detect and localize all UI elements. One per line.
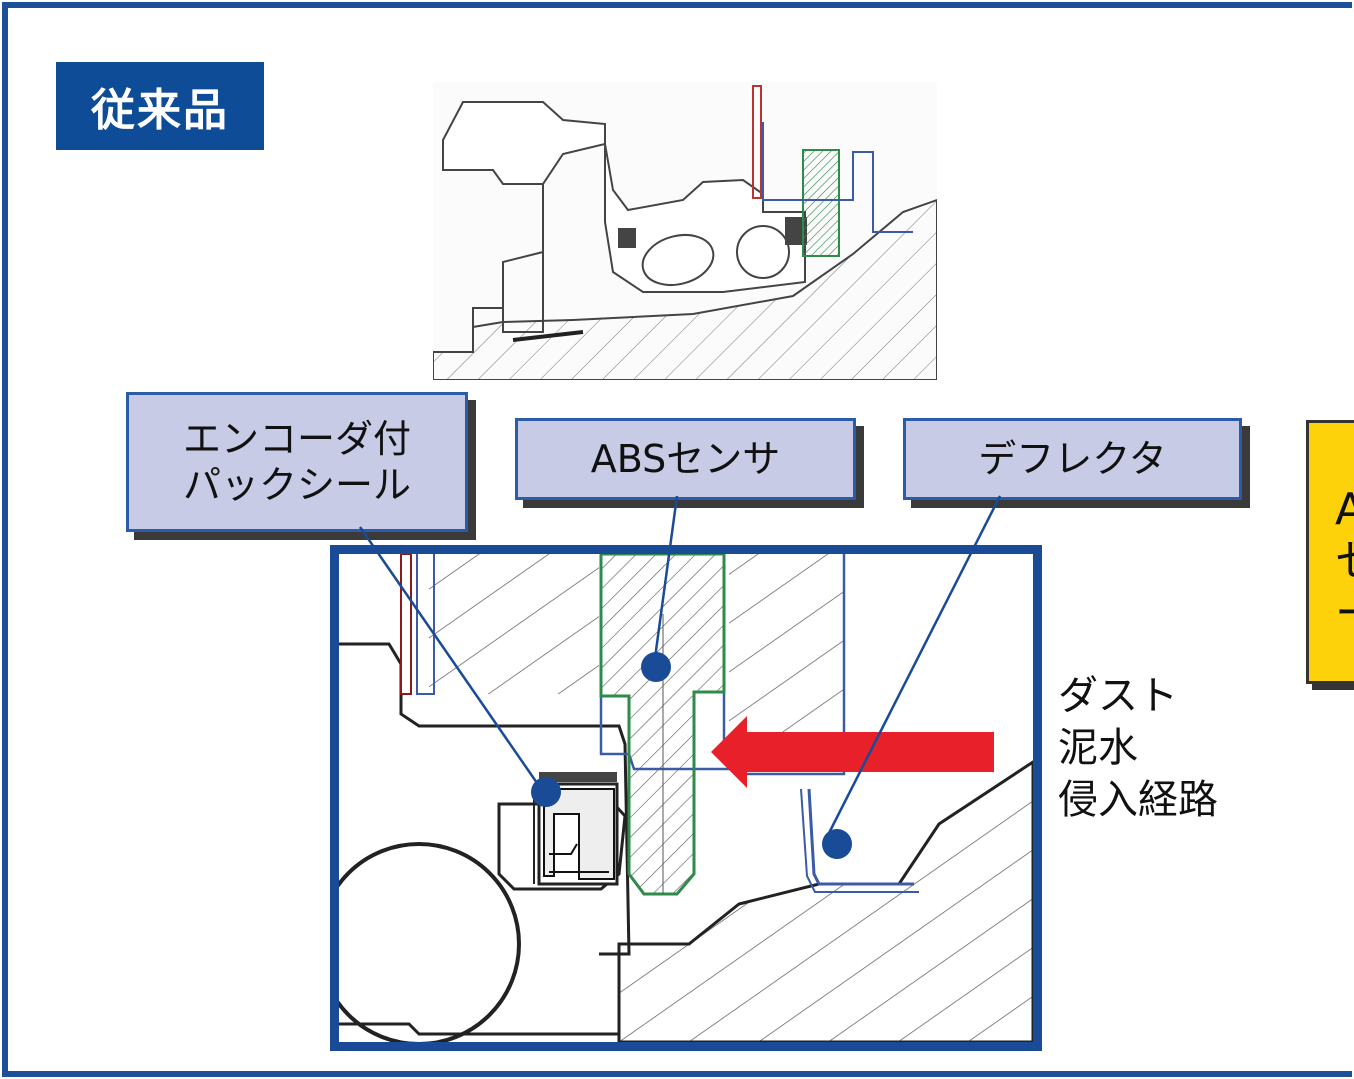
encoder-seal-dot xyxy=(531,777,561,807)
overview-cross-section xyxy=(433,82,937,380)
encoder-seal-label-line1: エンコーダ付 xyxy=(182,417,411,461)
encoder-seal-label-line2: パックシール xyxy=(182,463,411,507)
dust-label-line3: 侵入経路 xyxy=(1058,777,1218,823)
encoder-seal-callout: エンコーダ付 パックシール xyxy=(126,392,468,532)
abs-sensor-callout: ABSセンサ xyxy=(515,418,856,500)
note-line3: ー xyxy=(1335,591,1354,637)
dust-label-line2: 泥水 xyxy=(1058,725,1138,771)
zoomed-detail-view xyxy=(330,545,1042,1051)
deflector-label: デフレクタ xyxy=(978,437,1167,481)
page-title-badge: 従来品 xyxy=(56,62,264,150)
note-line1: A xyxy=(1335,487,1354,533)
deflector-dot xyxy=(822,829,852,859)
dust-label-line1: ダスト xyxy=(1058,673,1178,719)
page-title: 従来品 xyxy=(91,85,229,136)
abs-sensor-label: ABSセンサ xyxy=(590,437,781,481)
dust-ingress-label: ダスト 泥水 侵入経路 xyxy=(1058,670,1218,826)
abs-sensor-dot xyxy=(641,652,671,682)
highlight-note-box: A セ ー xyxy=(1306,420,1354,684)
deflector-callout: デフレクタ xyxy=(903,418,1242,500)
detail-cross-section xyxy=(339,554,1033,1042)
note-line2: セ xyxy=(1335,539,1354,585)
